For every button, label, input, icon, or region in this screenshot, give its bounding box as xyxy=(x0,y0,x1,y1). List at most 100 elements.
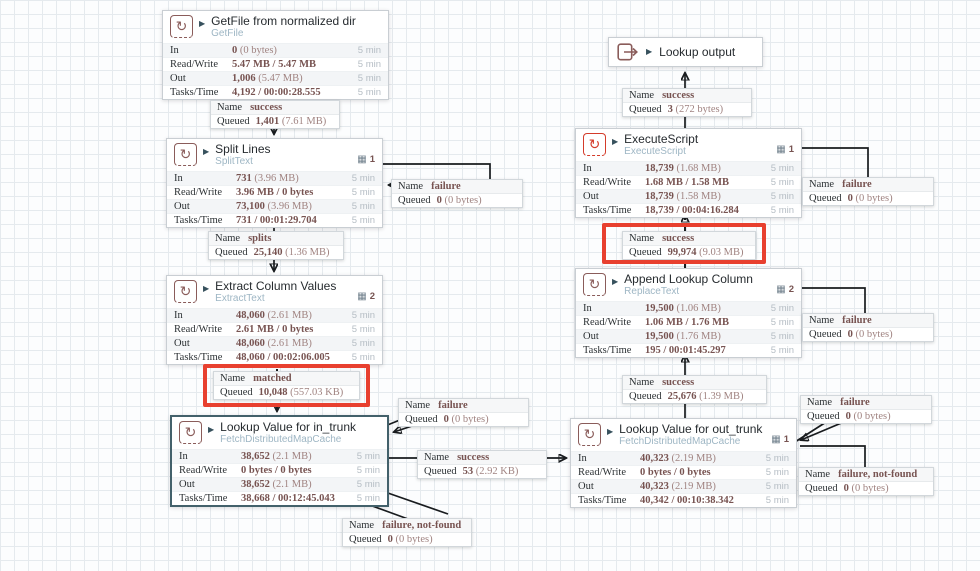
active-tasks-count: 2 xyxy=(788,284,794,295)
active-tasks-count: 1 xyxy=(783,434,789,445)
processor-name: Lookup Value for in_trunk xyxy=(220,420,357,434)
tasks-grid-icon: ▦ xyxy=(776,284,786,295)
processor-type: ReplaceText xyxy=(624,286,680,297)
processor-type: ExecuteScript xyxy=(624,146,686,157)
running-state-icon: ▶ xyxy=(199,19,206,28)
processor-icon: ↻ xyxy=(583,133,606,156)
processor-name: ExecuteScript xyxy=(624,132,699,146)
processor-name: GetFile from normalized dir xyxy=(211,14,356,28)
running-state-icon: ▶ xyxy=(203,284,210,293)
running-state-icon: ▶ xyxy=(612,277,619,286)
running-state-icon: ▶ xyxy=(646,47,653,56)
processor-type: FetchDistributedMapCache xyxy=(220,434,342,445)
running-state-icon: ▶ xyxy=(607,427,614,436)
processor-icon: ↻ xyxy=(578,423,601,446)
processor-type: GetFile xyxy=(211,28,244,39)
processor-icon: ↻ xyxy=(179,421,202,444)
processor-name: Extract Column Values xyxy=(215,279,337,293)
tasks-grid-icon: ▦ xyxy=(776,144,786,155)
active-tasks-count: 1 xyxy=(369,154,375,165)
processor-icon: ↻ xyxy=(174,280,197,303)
processor-type: ExtractText xyxy=(215,293,265,304)
processor-name: Lookup Value for out_trunk xyxy=(619,422,763,436)
active-tasks-badge: ▦1 xyxy=(776,144,794,155)
active-tasks-count: 1 xyxy=(788,144,794,155)
highlight-box-matched-connection xyxy=(203,364,370,407)
running-state-icon: ▶ xyxy=(208,425,215,434)
running-state-icon: ▶ xyxy=(612,137,619,146)
active-tasks-count: 2 xyxy=(369,291,375,302)
output-port-lookup-output[interactable]: ▶ Lookup output xyxy=(608,37,763,67)
highlight-box-success-connection xyxy=(602,223,766,264)
processor-name: Split Lines xyxy=(215,142,271,156)
output-port-icon xyxy=(617,43,638,61)
tasks-grid-icon: ▦ xyxy=(771,434,781,445)
processor-icon: ↻ xyxy=(174,143,197,166)
processor-icon: ↻ xyxy=(170,15,193,38)
processor-icon: ↻ xyxy=(583,273,606,296)
processor-type: FetchDistributedMapCache xyxy=(619,436,741,447)
connection-line[interactable] xyxy=(384,491,449,515)
active-tasks-badge: ▦2 xyxy=(776,284,794,295)
